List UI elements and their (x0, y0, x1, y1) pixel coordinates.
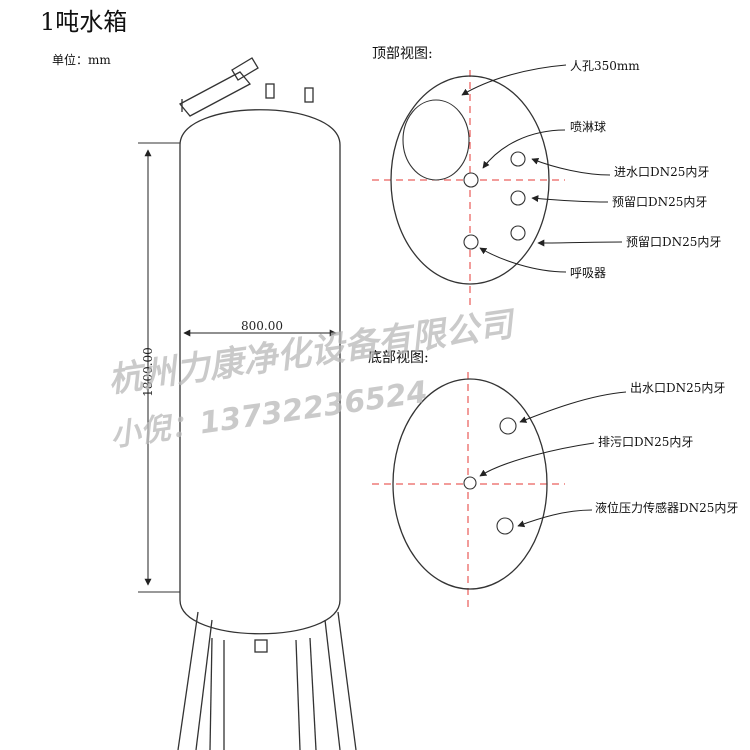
label-manhole: 人孔350mm (570, 59, 640, 73)
top-pipe-a (265, 83, 275, 99)
top-view-circle (390, 75, 550, 285)
tank-shell (179, 109, 341, 635)
bottom-view-heading: 底部视图: (368, 350, 429, 366)
label-spray-ball: 喷淋球 (570, 120, 606, 134)
label-breather: 呼吸器 (570, 266, 606, 280)
drain-port (463, 476, 477, 490)
height-dimension: 1800.00 (138, 142, 180, 593)
height-value: 1800.00 (141, 347, 155, 397)
outlet-port (499, 417, 517, 435)
label-inlet: 进水口DN25内牙 (614, 165, 709, 179)
top-view: 顶部视图: 人孔350mm 喷淋球 进水口DN25内牙 预留口DN25内牙 预留… (372, 46, 721, 305)
label-drain: 排污口DN25内牙 (598, 435, 693, 449)
reserved-port-1 (510, 190, 526, 206)
spray-ball-port (463, 172, 479, 188)
sensor-port (496, 517, 514, 535)
top-pipe-b (304, 87, 314, 103)
unit-label: 单位：mm (52, 52, 111, 67)
diameter-dimension: 800.00 (183, 319, 337, 337)
drawing-title: 1吨水箱 (40, 8, 127, 36)
top-view-heading: 顶部视图: (372, 46, 433, 62)
manhole-port (402, 99, 470, 181)
label-reserved-1: 预留口DN25内牙 (612, 195, 707, 209)
bottom-view: 底部视图: 出水口DN25内牙 排污口DN25内牙 液位压力传感器DN25内牙 (368, 350, 738, 608)
label-outlet: 出水口DN25内牙 (630, 381, 725, 395)
tank-legs (177, 611, 357, 750)
tank-body (177, 57, 357, 750)
breather-port (463, 234, 479, 250)
reserved-port-2 (510, 225, 526, 241)
diameter-value: 800.00 (241, 319, 283, 333)
label-reserved-2: 预留口DN25内牙 (626, 235, 721, 249)
label-sensor: 液位压力传感器DN25内牙 (595, 500, 738, 515)
bottom-view-circle (392, 378, 548, 590)
watermark-company: 杭州力康净化设备有限公司 (106, 304, 520, 401)
watermark: 杭州力康净化设备有限公司 小倪：13732236524 (106, 304, 520, 454)
bottom-outlet-stub (254, 639, 268, 653)
inlet-port (510, 151, 526, 167)
manhole-nozzle (178, 57, 259, 117)
